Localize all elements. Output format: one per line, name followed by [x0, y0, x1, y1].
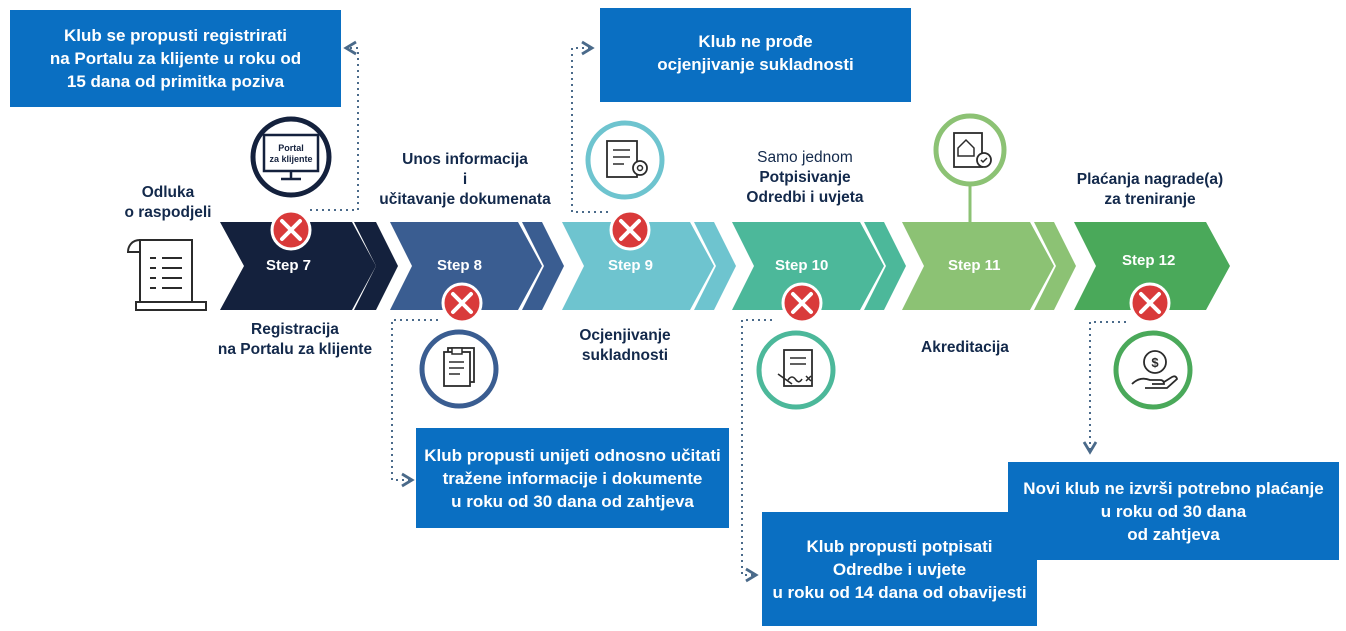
connectors	[310, 40, 1126, 583]
signature-document-icon	[756, 330, 836, 410]
fail-x-icon	[781, 282, 823, 324]
portal-text-line-1: Portal	[278, 143, 304, 153]
step-12-caption: Plaćanja nagrade(a)za treniranje	[1076, 171, 1224, 208]
decision-document-icon	[126, 239, 207, 311]
step-11-label: Step 11	[948, 257, 1001, 274]
fail-x-icon	[609, 209, 651, 251]
fail-x-icon	[270, 209, 312, 251]
portal-text-line-2: za klijente	[269, 154, 312, 164]
step-12-label: Step 12	[1122, 252, 1176, 269]
portal-monitor-icon: Portal za klijente	[250, 116, 332, 198]
chevron-step-8	[390, 222, 564, 310]
step-8-label: Step 8	[437, 257, 483, 274]
compliance-document-icon	[585, 120, 665, 200]
step-10-label: Step 10	[775, 257, 829, 274]
chevron-step-9	[562, 222, 736, 310]
fail-x-icon	[441, 282, 483, 324]
chevron-step-10	[732, 222, 906, 310]
chevron-step-11	[902, 222, 1076, 310]
chevron-step-7	[220, 222, 398, 310]
step-7-label: Step 7	[266, 257, 312, 274]
documents-icon	[419, 329, 499, 409]
chevron-step-12	[1074, 222, 1230, 310]
accreditation-certificate-icon	[933, 113, 1007, 187]
svg-text:$: $	[1151, 355, 1159, 370]
fail-x-icon	[1129, 282, 1171, 324]
step-9-label: Step 9	[608, 257, 654, 274]
money-hand-icon: $	[1113, 330, 1193, 410]
step-11-caption: Akreditacija	[921, 339, 1009, 356]
